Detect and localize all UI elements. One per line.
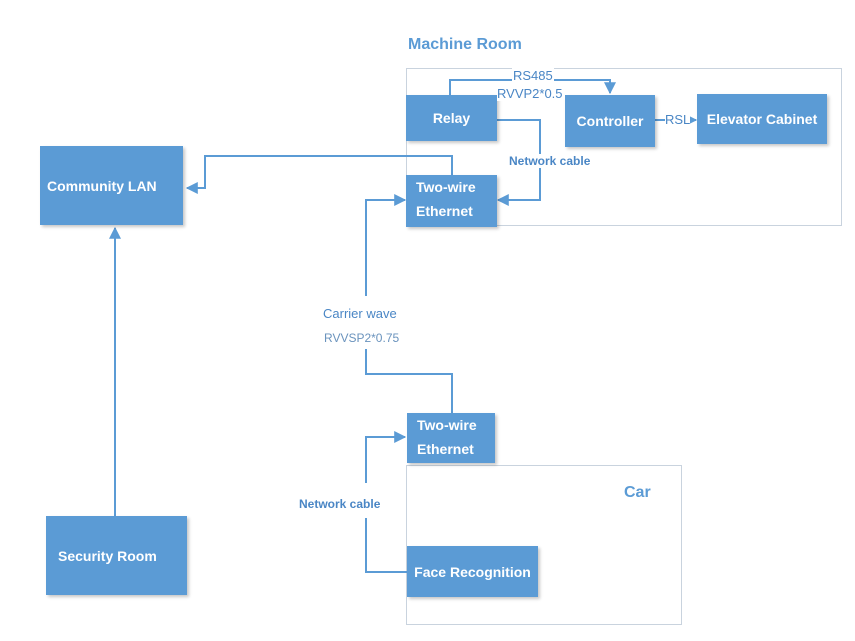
machine-room-ethernet-line2: Ethernet	[416, 203, 473, 219]
carrier-wave-link-upper	[365, 194, 407, 296]
carrier-wave-label: Carrier wave	[323, 306, 397, 321]
machine-room-ethernet-line1: Two-wire	[416, 179, 476, 195]
relay-box: Relay	[406, 95, 497, 141]
face-network-cable-link	[365, 431, 407, 483]
rvvp-label: RVVP2*0.5	[497, 86, 563, 101]
rs485-label: RS485	[512, 68, 554, 83]
face-network-cable-link-lower	[365, 518, 407, 573]
car-title: Car	[624, 484, 651, 501]
car-ethernet-line1: Two-wire	[417, 417, 477, 433]
car-region	[406, 465, 682, 625]
carrier-cable-label: RVVSP2*0.75	[324, 331, 400, 345]
face-recognition-box: Face Recognition	[407, 546, 538, 597]
community-lan-box: Community LAN	[40, 146, 183, 225]
ethernet-to-lan-link	[185, 155, 453, 194]
elevator-cabinet-box: Elevator Cabinet	[697, 94, 827, 144]
machine-room-title: Machine Room	[408, 36, 522, 53]
car-two-wire-ethernet-box: Two-wire Ethernet	[407, 413, 495, 463]
machine-room-network-cable-label: Network cable	[509, 154, 591, 168]
security-room-box: Security Room	[46, 516, 187, 595]
car-network-cable-label: Network cable	[299, 497, 381, 511]
car-ethernet-line2: Ethernet	[417, 441, 474, 457]
controller-box: Controller	[565, 95, 655, 147]
machine-room-two-wire-ethernet-box: Two-wire Ethernet	[406, 175, 497, 227]
carrier-wave-link	[365, 349, 453, 413]
rsl-label: RSL	[665, 112, 691, 127]
